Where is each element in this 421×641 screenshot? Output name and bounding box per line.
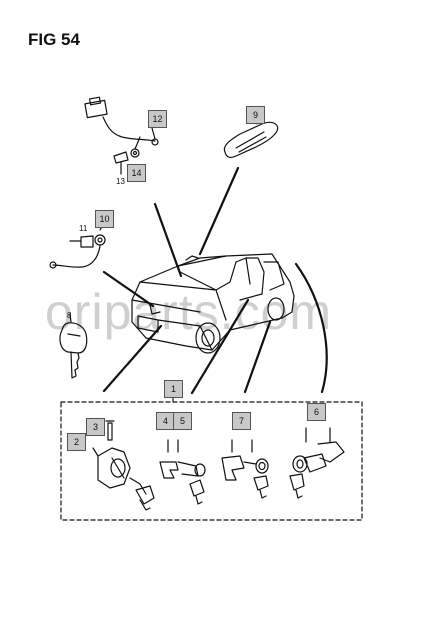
screw-13 — [113, 151, 129, 175]
wire-harness-12 — [84, 96, 159, 146]
label-8: 8 — [67, 311, 72, 320]
wire-harness-10 — [49, 224, 106, 269]
callout-10: 10 — [95, 210, 114, 228]
label-11: 11 — [79, 224, 88, 233]
kit-box — [60, 401, 363, 521]
callout-7: 7 — [232, 412, 251, 430]
callout-6: 6 — [307, 403, 326, 421]
door-lock-4 — [159, 439, 206, 505]
washer-14 — [130, 136, 141, 158]
leader-lines — [102, 166, 328, 402]
callout-5: 5 — [173, 412, 192, 430]
callout-9: 9 — [246, 106, 265, 124]
key-8 — [59, 313, 88, 379]
door-lock-7 — [221, 439, 269, 499]
label-13: 13 — [116, 177, 125, 186]
callout-1: 1 — [164, 380, 183, 398]
trunk-lock-6 — [289, 427, 345, 499]
callout-12: 12 — [148, 110, 167, 128]
car-body — [131, 253, 295, 354]
ignition-lock-2 — [92, 420, 155, 511]
callout-3: 3 — [86, 418, 105, 436]
figure-title: FIG 54 — [28, 30, 80, 49]
callout-14: 14 — [127, 164, 146, 182]
callout-2: 2 — [67, 433, 86, 451]
